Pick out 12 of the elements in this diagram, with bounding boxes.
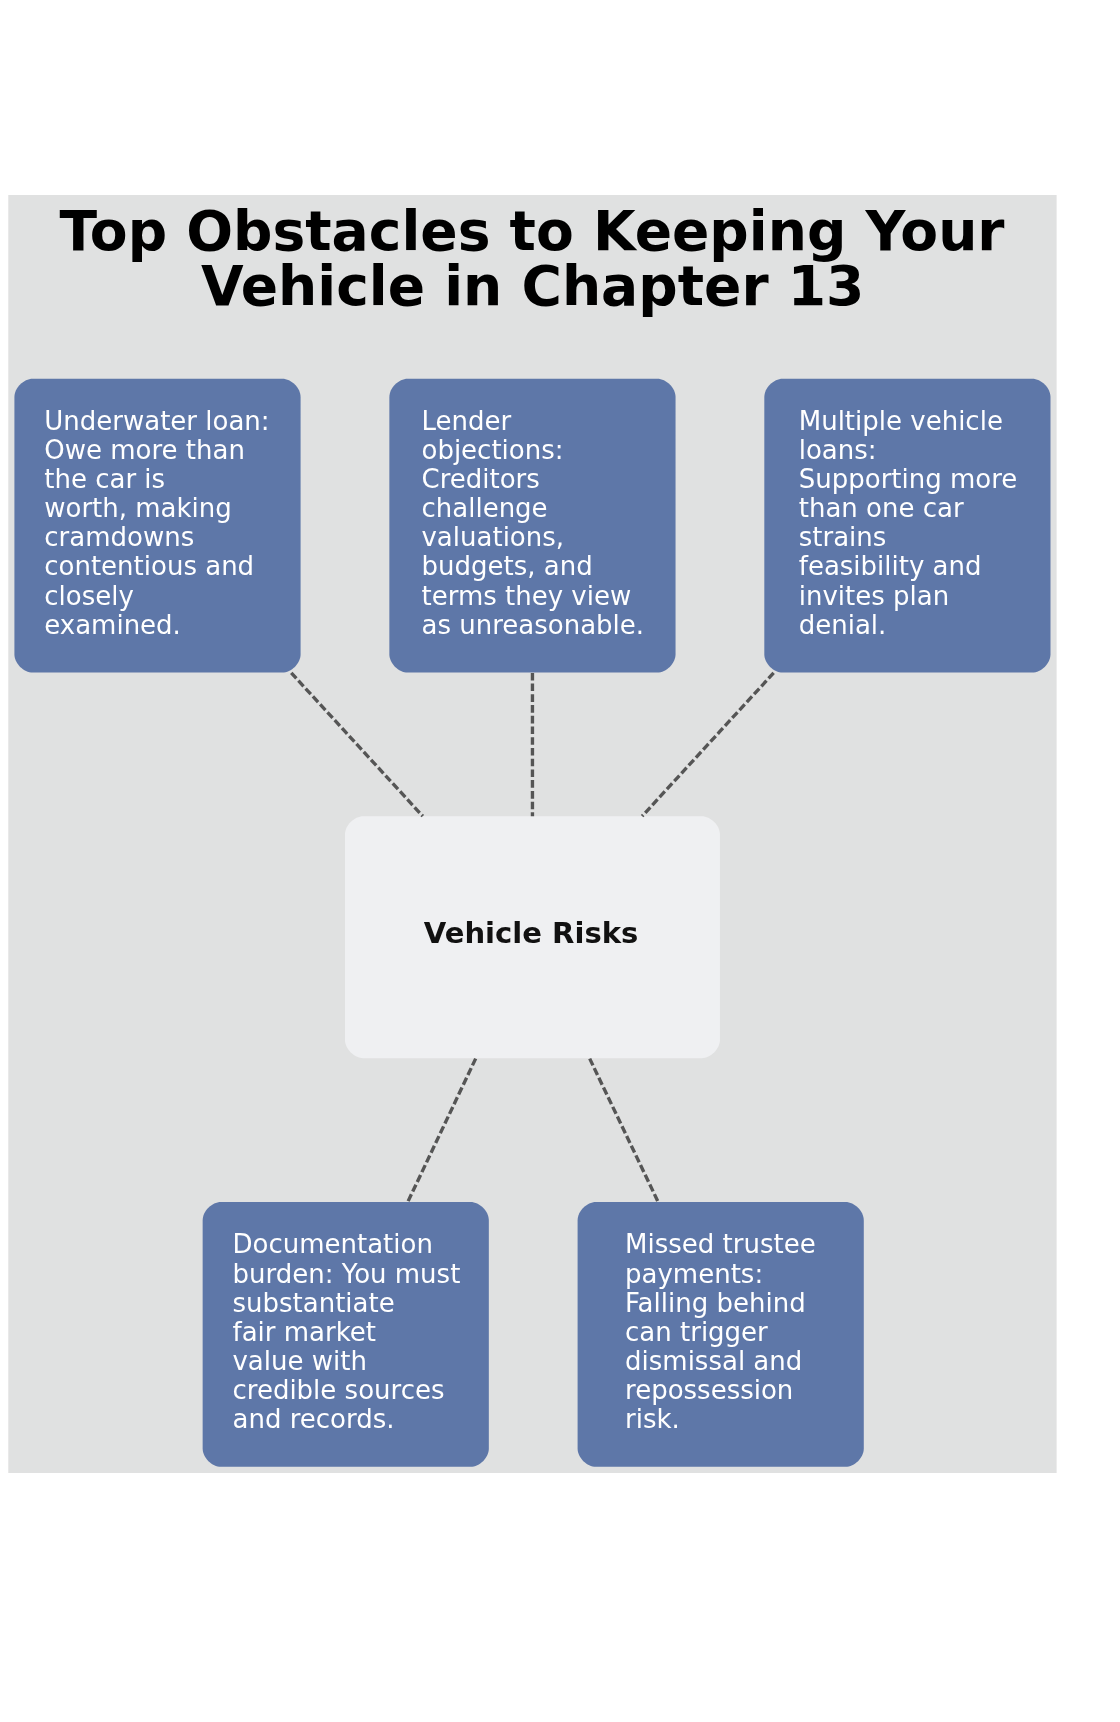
connector [640,671,775,817]
node-box: Missed trustee payments: Falling behind can trigger dismissal and repossession risk. [577,1201,864,1467]
node-box: Underwater loan: Owe more than the car is worth, making cramdowns contentious and closely examined. [14,378,301,672]
connector [530,672,535,816]
node-box: Vehicle Risks [345,815,720,1058]
node-box: Multiple vehicle loans: Supporting more than one car strains feasibility and invites plan denial. [764,378,1051,672]
node-box: Lender objections: Creditors challenge valuations, budgets, and terms they view as unreasonable. [389,378,676,672]
connector [406,1057,478,1203]
connector [290,671,425,817]
diagram-title: Top Obstacles to Keeping Your Vehicle in Chapter 13 [59,198,1005,318]
connector [588,1057,660,1203]
node-box: Documentation burden: You must substantiate fair market value with credible sources and records. [202,1201,489,1467]
